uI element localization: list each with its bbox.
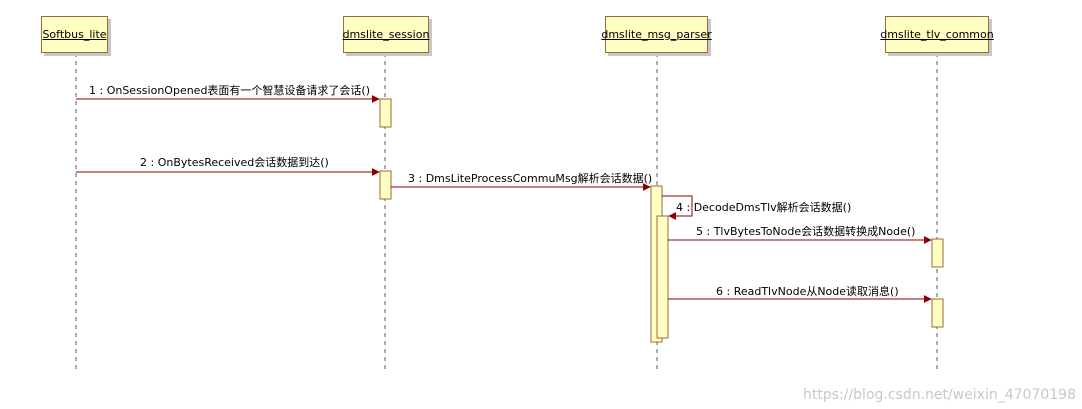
- watermark-text: https://blog.csdn.net/weixin_47070198: [802, 387, 1076, 403]
- lifeline-softbus-label: Softbus_lite: [42, 28, 107, 41]
- lifeline-session-label: dmslite_session: [342, 28, 430, 41]
- message-2-label: 2 : OnBytesReceived会话数据到达(): [140, 156, 329, 169]
- message-4-label: 4 : DecodeDmsTlv解析会话数据(): [676, 201, 852, 214]
- lifeline-softbus-box: Softbus_lite: [41, 16, 108, 53]
- message-6-label: 6 : ReadTlvNode从Node读取消息(): [716, 285, 899, 298]
- activation-parser-inner: [656, 215, 669, 339]
- message-4-arrow: [662, 195, 693, 220]
- activation-session-2: [379, 170, 392, 200]
- message-1-label: 1 : OnSessionOpened表面有一个智慧设备请求了会话(): [89, 84, 371, 97]
- lifeline-tlv-box: dmslite_tlv_common: [880, 16, 994, 53]
- message-3-label: 3 : DmsLiteProcessCommuMsg解析会话数据(): [408, 172, 653, 185]
- lifeline-tlv-label: dmslite_tlv_common: [880, 28, 994, 41]
- lifeline-parser-box: dmslite_msg_parser: [601, 16, 712, 53]
- activation-session-1: [379, 98, 392, 128]
- lifeline-parser-label: dmslite_msg_parser: [601, 28, 712, 41]
- activation-tlv-2: [931, 298, 944, 328]
- activation-tlv-1: [931, 238, 944, 268]
- lifeline-session-box: dmslite_session: [343, 16, 429, 53]
- message-5-label: 5 : TlvBytesToNode会话数据转换成Node(): [696, 225, 916, 238]
